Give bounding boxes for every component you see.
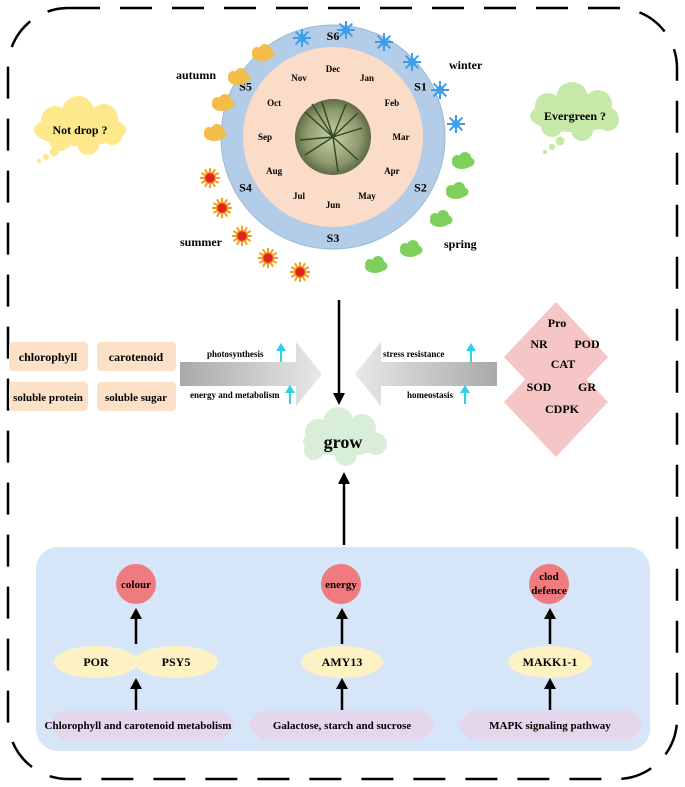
trait-label: chlorophyll [19, 350, 78, 364]
trait-box-carotenoid [97, 342, 176, 371]
month-label: Jul [293, 191, 306, 201]
snowflake-icon [431, 81, 449, 99]
pathway-bars: Chlorophyll and carotenoid metabolism Ga… [45, 711, 644, 739]
panel-arrowheads [130, 608, 556, 689]
enzyme-label: CDPK [545, 402, 580, 416]
left-gray-arrow [180, 342, 322, 406]
dashed-frame [6, 6, 679, 781]
thought-text-left: Not drop ? [52, 123, 107, 137]
sun-icons [200, 168, 310, 282]
season-label-autumn: autumn [176, 68, 216, 82]
outcome-label: clod [539, 571, 559, 583]
month-label: Feb [385, 98, 400, 108]
arrowhead [333, 393, 345, 405]
panel-arrows [134, 617, 552, 710]
sun-icon [200, 168, 220, 188]
gene-label: AMY13 [322, 655, 363, 669]
gene-label: POR [83, 655, 109, 669]
gene-label: PSY5 [162, 655, 191, 669]
outcome-label: colour [121, 579, 151, 591]
orange-leaf-icon [252, 44, 275, 61]
snowflake-icon [403, 53, 421, 71]
snowflake-icon [375, 33, 393, 51]
season-label-winter: winter [449, 58, 483, 72]
gene-nodes: POR PSY5 AMY13 MAKK1-1 [54, 646, 592, 678]
month-label: Oct [267, 98, 281, 108]
month-label: Jan [360, 73, 374, 83]
trait-box-soluble-protein [9, 382, 88, 411]
left-arrow-label-2: energy and metabolism [190, 390, 280, 400]
stage-label: S3 [327, 231, 340, 245]
stage-label: S4 [239, 181, 252, 195]
month-label: Jun [326, 200, 341, 210]
arrowhead [338, 472, 350, 484]
right-gray-arrow [355, 342, 497, 406]
month-label: Apr [384, 166, 400, 176]
stage-label: S1 [414, 80, 427, 94]
thought-cloud-right: Evergreen ? [530, 82, 619, 155]
green-leaf-icon [446, 182, 469, 199]
green-leaf-icons [365, 152, 475, 273]
month-label: Nov [291, 73, 307, 83]
month-label: Mar [393, 132, 410, 142]
month-label: Aug [266, 166, 283, 176]
sun-icon [290, 262, 310, 282]
trait-box-soluble-sugar [97, 382, 176, 411]
orange-leaf-icon [204, 124, 227, 141]
enzyme-labels: Pro NR POD CAT SOD GR CDPK [527, 316, 600, 416]
snowflake-icon [293, 29, 311, 47]
month-label: May [358, 191, 376, 201]
trait-box-chlorophyll [9, 342, 88, 371]
green-leaf-icon [400, 240, 423, 257]
orange-leaf-icons [204, 44, 275, 141]
thought-text-right: Evergreen ? [544, 109, 606, 123]
enzyme-label: SOD [527, 380, 552, 394]
orange-leaf-icon [228, 68, 251, 85]
pathway-label: Chlorophyll and carotenoid metabolism [45, 720, 232, 732]
month-label: Sep [258, 132, 272, 142]
snowflake-icon [447, 115, 465, 133]
enzyme-label: NR [530, 337, 548, 351]
enzyme-label: GR [578, 380, 596, 394]
pathway-label: Galactose, starch and sucrose [273, 720, 411, 732]
right-arrow-label-1: stress resistance [383, 349, 444, 359]
season-label-summer: summer [180, 235, 223, 249]
sun-icon [232, 226, 252, 246]
sun-icon [258, 248, 278, 268]
month-label: Dec [326, 64, 341, 74]
thought-cloud-left: Not drop ? [34, 96, 126, 164]
trait-label: soluble sugar [105, 392, 167, 404]
trait-label: soluble protein [13, 392, 83, 404]
pathway-label: MAPK signaling pathway [489, 720, 611, 732]
right-arrow-label-2: homeostasis [407, 390, 453, 400]
green-leaf-icon [365, 256, 388, 273]
grow-label: grow [324, 432, 363, 452]
green-leaf-icon [452, 152, 475, 169]
outcome-nodes: colour energy clod defence [116, 564, 569, 604]
green-leaf-icon [430, 210, 453, 227]
snowflake-icons [293, 21, 465, 133]
enzyme-label: POD [574, 337, 600, 351]
enzyme-label: CAT [551, 357, 575, 371]
sun-icon [212, 198, 232, 218]
enzyme-diamonds [504, 302, 608, 457]
season-label-spring: spring [444, 237, 477, 251]
stage-label: S6 [327, 29, 340, 43]
left-arrow-label-1: photosynthesis [207, 349, 264, 359]
pine-needle-strokes [299, 101, 363, 173]
trait-label: carotenoid [109, 350, 164, 364]
outcome-label: defence [531, 585, 567, 597]
snowflake-icon [337, 21, 355, 39]
enzyme-label: Pro [548, 316, 566, 330]
trait-boxes: chlorophyll carotenoid soluble protein s… [9, 342, 176, 411]
up-arrow-icons [276, 343, 476, 404]
gene-label: MAKK1-1 [523, 655, 578, 669]
outcome-label: energy [325, 579, 357, 591]
stage-label: S2 [414, 181, 427, 195]
grow-cloud: grow [303, 407, 387, 466]
orange-leaf-icon [212, 94, 235, 111]
